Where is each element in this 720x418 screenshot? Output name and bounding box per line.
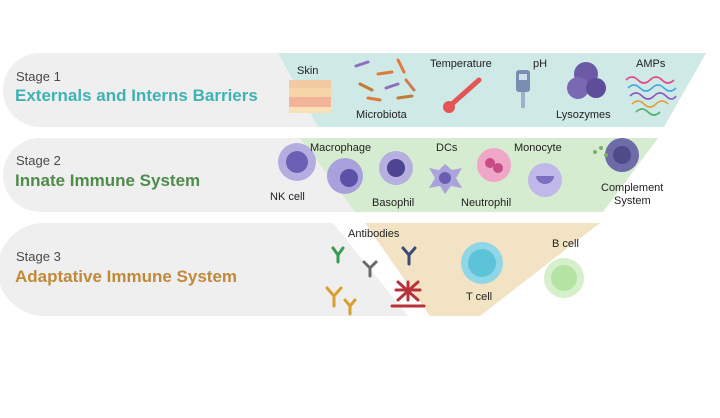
t-cell-label: T cell — [466, 291, 492, 303]
dcs-label: DCs — [436, 142, 458, 154]
stage-2-panel — [3, 138, 356, 212]
stage-3-label: Stage 3 — [16, 249, 61, 264]
nk-cell-icon — [278, 143, 316, 181]
skin-label: Skin — [297, 65, 318, 77]
thermometer-icon — [443, 77, 482, 113]
skin-icon — [289, 80, 331, 113]
b-cell-label: B cell — [552, 238, 579, 250]
microbiota-label: Microbiota — [356, 109, 408, 121]
antibody-navy-icon — [401, 246, 417, 266]
monocyte-label: Monocyte — [514, 142, 562, 154]
basophil-icon — [379, 151, 413, 185]
antibody-green-icon — [331, 246, 345, 264]
neutrophil-label: Neutrophil — [461, 197, 511, 209]
complement-icon — [593, 138, 639, 172]
stage-1-panel — [3, 53, 318, 127]
stage-2-label: Stage 2 — [16, 153, 61, 168]
stage-3-panel — [0, 223, 408, 316]
basophil-label: Basophil — [372, 197, 414, 209]
stage-1-title: Externals and Interns Barriers — [15, 86, 258, 105]
stage-3-title: Adaptative Immune System — [15, 267, 237, 286]
neutrophil-icon — [477, 148, 511, 182]
amps-icon — [625, 76, 677, 116]
microbiota-icon — [354, 58, 416, 102]
macrophage-icon — [327, 158, 363, 194]
t-cell-icon — [461, 242, 503, 284]
antibody-gold-icon — [325, 286, 357, 316]
b-cell-icon — [544, 258, 584, 298]
amps-label: AMPs — [636, 58, 666, 70]
lysozymes-label: Lysozymes — [556, 109, 611, 121]
stage-1-label: Stage 1 — [16, 69, 61, 84]
antibodies-label: Antibodies — [348, 228, 400, 240]
antibody-red-icon — [390, 280, 426, 308]
dc-icon — [429, 164, 462, 194]
nk-cell-label: NK cell — [270, 191, 305, 203]
macrophage-label: Macrophage — [310, 142, 371, 154]
temperature-label: Temperature — [430, 58, 492, 70]
ph-label: pH — [533, 58, 547, 70]
ph-meter-icon — [516, 70, 530, 108]
stage-2-title: Innate Immune System — [15, 171, 200, 190]
monocyte-icon — [528, 163, 562, 197]
antibody-gray-icon — [362, 260, 378, 278]
lysozyme-icon — [567, 62, 606, 99]
